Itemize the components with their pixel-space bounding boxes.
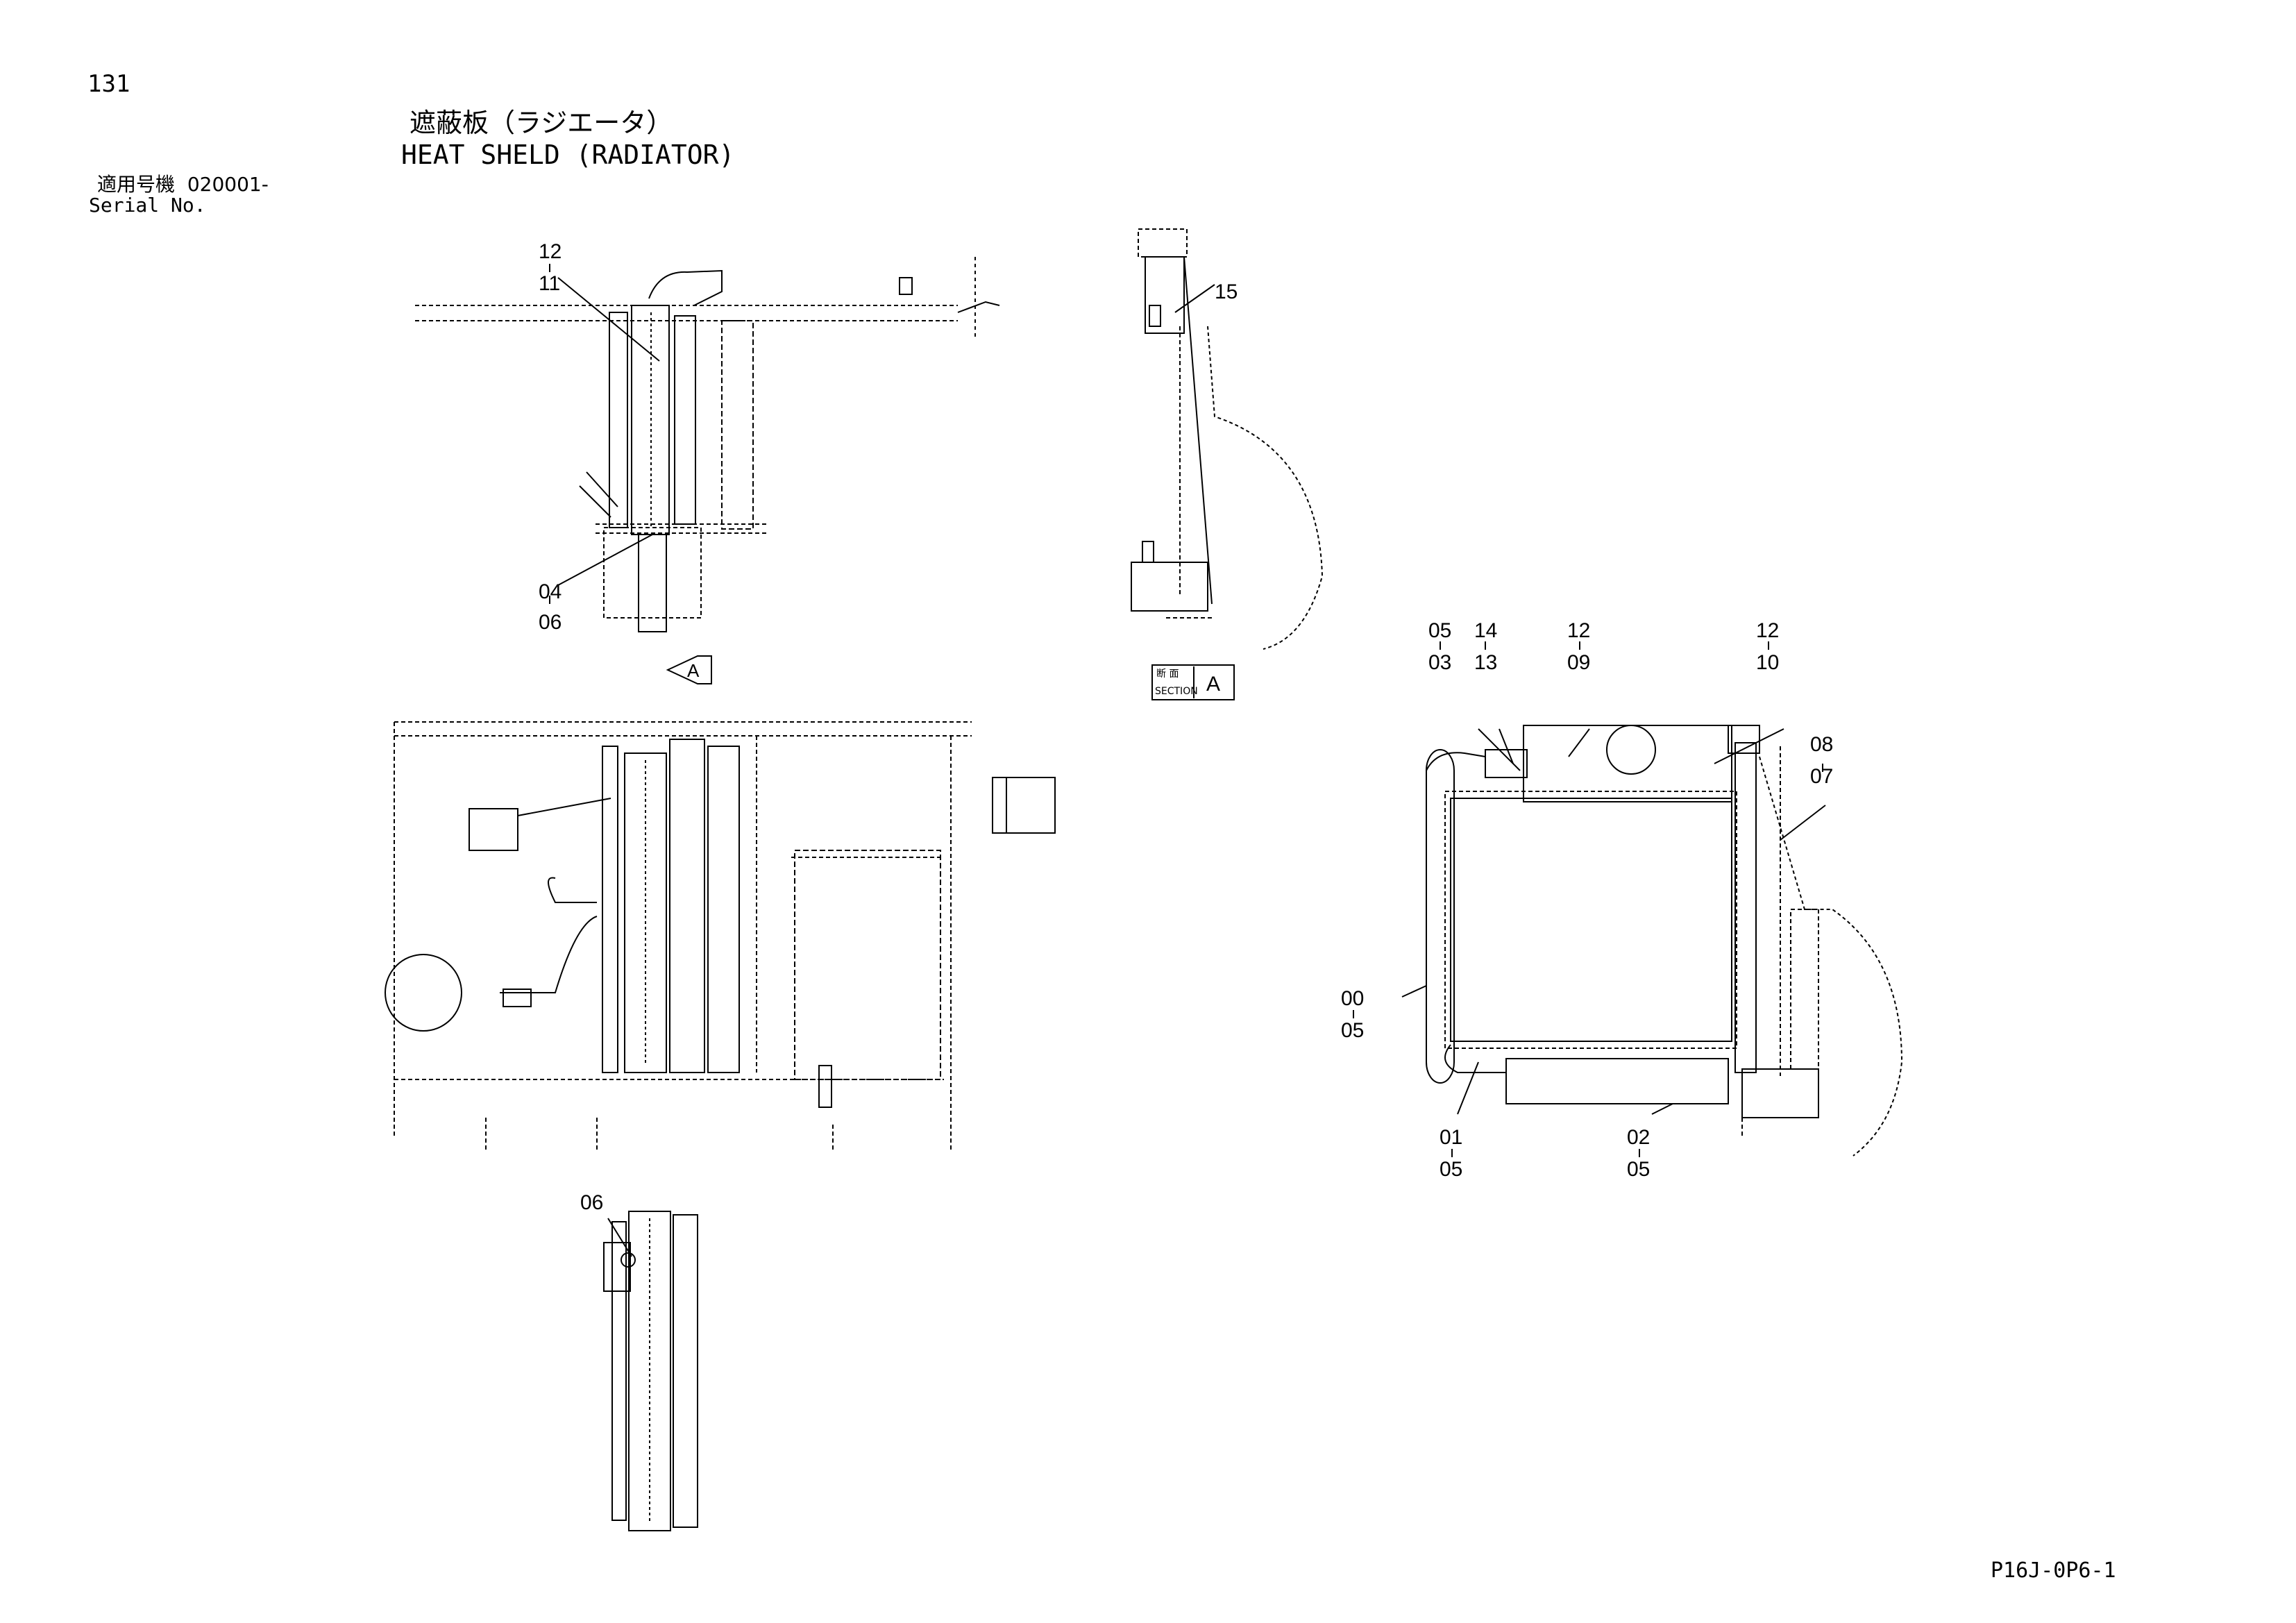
section-tag-letter: A [1206,673,1220,696]
callout-15: 15 [1215,280,1238,303]
section-tag-kanji: 断 面 [1156,668,1179,680]
callout-14: 14 [1474,619,1497,642]
callout-11: 11 [539,272,560,295]
callout-05d: 05 [1627,1158,1650,1181]
applicable-label: 適用号機 [97,173,176,196]
callouts: 12 11 04 06 15 06 05 03 14 13 12 09 12 1… [539,240,1833,1214]
callout-04: 04 [539,580,562,603]
serial-label: Serial No. [89,194,206,217]
callout-00: 00 [1341,987,1364,1010]
callout-05c: 05 [1440,1158,1462,1181]
section-a-view [1131,228,1324,700]
view-arrow [666,655,712,684]
callout-05a: 05 [1428,619,1451,642]
callout-01: 01 [1440,1126,1462,1149]
callout-05b: 05 [1341,1019,1364,1042]
callout-12b: 12 [1756,619,1779,642]
section-tag-word: SECTION [1155,686,1198,697]
callout-06: 06 [539,611,562,634]
callout-09: 09 [1567,651,1590,674]
bottom-side-view [603,1211,698,1531]
radiator-shield-detail [1401,725,1903,1157]
applicable-serial: 適用号機 020001- [97,175,269,194]
top-view [415,257,1000,632]
serial-from: 020001- [187,173,269,196]
title-japanese: 遮蔽板（ラジエータ） [410,108,673,138]
document-code: P16J-0P6-1 [1991,1558,2116,1583]
callout-03: 03 [1428,651,1451,674]
callout-08: 08 [1810,733,1833,756]
callout-06-side: 06 [580,1191,603,1214]
view-arrow-letter: A [687,660,700,681]
callout-12: 12 [539,240,562,263]
main-plan-view [385,721,1056,1152]
callout-10: 10 [1756,651,1779,674]
callout-02: 02 [1627,1126,1650,1149]
callout-ticks [549,264,1823,1157]
callout-13: 13 [1474,651,1497,674]
callout-07: 07 [1810,765,1833,788]
page-number: 131 [87,70,130,98]
title-english: HEAT SHELD (RADIATOR) [401,140,735,170]
callout-12a: 12 [1567,619,1590,642]
